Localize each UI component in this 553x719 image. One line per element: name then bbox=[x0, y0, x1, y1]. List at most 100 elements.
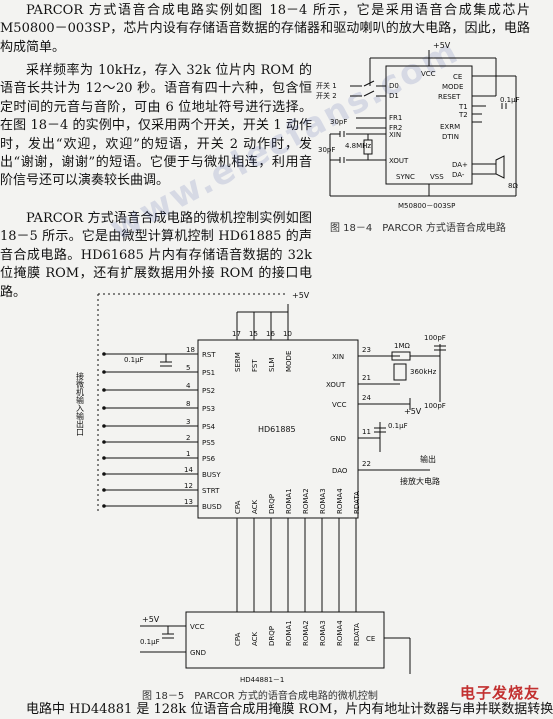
paragraph-2-text: 采样频率为 10kHz，存入 32k 位片内 ROM 的语音长共计为 12～20… bbox=[0, 63, 312, 189]
fig5-pin-dao: DAO bbox=[332, 467, 348, 475]
fig4-pin-dtin: DTIN bbox=[442, 133, 459, 141]
fig5-c2-pin-roma3: ROMA3 bbox=[319, 620, 327, 646]
fig4-switch2-label: 开关 2 bbox=[316, 91, 337, 100]
fig5-c5-label: 0.1μF bbox=[140, 638, 160, 646]
fig4-pin-reset: RESET bbox=[438, 93, 461, 101]
figure-18-4: +5V 开关 1 开关 2 D0 D1 FR1 FR2 XIN XOUT VCC… bbox=[316, 41, 520, 210]
paragraph-2: 采样频率为 10kHz，存入 32k 位片内 ROM 的语音长共计为 12～20… bbox=[0, 62, 312, 191]
fig5-c2-pin-gnd: GND bbox=[190, 649, 206, 657]
fig5-num-1: 1 bbox=[186, 450, 190, 458]
elecfans-logo: 电子发烧友 bbox=[459, 684, 540, 702]
paragraph-3: PARCOR 方式语音合成电路的微机控制实例如图 18－5 所示。它是由微型计算… bbox=[0, 210, 312, 302]
fig4-crystal-label: 4.8MHz bbox=[345, 142, 371, 150]
paragraph-bottom: 电路中 HD44881 是 128k 位语音合成用掩膜 ROM，片内有地址计数器… bbox=[26, 701, 553, 719]
fig5-num-2: 2 bbox=[186, 434, 190, 442]
fig5-pin-roma3: ROMA3 bbox=[319, 488, 327, 514]
fig5-pin-cpa: CPA bbox=[234, 500, 242, 514]
fig5-num-15: 15 bbox=[249, 330, 258, 338]
fig4-pin-fr2: FR2 bbox=[389, 124, 402, 132]
fig5-pin-mode: MODE bbox=[285, 351, 293, 372]
fig5-pin-ps5: PS5 bbox=[202, 439, 215, 447]
fig5-num-24: 24 bbox=[362, 394, 371, 402]
fig5-pin-ps1: PS1 bbox=[202, 369, 215, 377]
fig5-c2-label: 100pF bbox=[424, 402, 446, 410]
fig5-amp-label: 接放大电路 bbox=[400, 476, 440, 486]
fig5-num-5: 5 bbox=[186, 364, 190, 372]
fig5-num-4: 4 bbox=[186, 382, 191, 390]
fig4-cap2-label: 30pF bbox=[318, 146, 335, 154]
fig5-vplus-top: +5V bbox=[292, 291, 310, 300]
fig5-c2-pin-roma2: ROMA2 bbox=[302, 620, 310, 646]
fig5-c2-pin-roma4: ROMA4 bbox=[336, 620, 344, 646]
fig5-pin-xin: XIN bbox=[332, 353, 344, 361]
hd44881-label: HD44881－1 bbox=[240, 676, 284, 684]
fig5-vplus-left: +5V bbox=[142, 615, 160, 624]
fig4-pin-exrm: EXRM bbox=[440, 123, 460, 131]
fig5-num-11: 11 bbox=[362, 428, 371, 436]
paragraph-bottom-text: 电路中 HD44881 是 128k 位语音合成用掩膜 ROM，片内有地址计数器… bbox=[26, 702, 553, 717]
fig4-pin-vss: VSS bbox=[430, 173, 444, 181]
fig5-num-8: 8 bbox=[186, 400, 190, 408]
fig4-speaker-label: 8Ω bbox=[508, 182, 518, 190]
fig5-c2-pin-roma1: ROMA1 bbox=[285, 620, 293, 646]
fig4-pin-fr1: FR1 bbox=[389, 114, 402, 122]
fig5-c2-pin-rdata: RDATA bbox=[353, 623, 361, 646]
fig5-num-10: 10 bbox=[283, 330, 292, 338]
fig4-pin-d1: D1 bbox=[389, 92, 399, 100]
fig4-pin-t2: T2 bbox=[458, 111, 468, 119]
fig5-c4-label: 0.1μF bbox=[124, 356, 144, 364]
fig5-pin-rdata: RDATA bbox=[353, 491, 361, 514]
fig4-pin-mode: MODE bbox=[442, 83, 463, 91]
fig4-caption: 图 18－4 PARCOR 方式语音合成电路 bbox=[330, 223, 506, 234]
fig5-pin-rst: RST bbox=[202, 351, 216, 359]
fig5-c2-pin-cpa: CPA bbox=[234, 632, 242, 646]
fig5-num-18: 18 bbox=[186, 346, 195, 354]
fig5-pin-ps2: PS2 bbox=[202, 387, 215, 395]
fig5-pin-ps6: PS6 bbox=[202, 455, 216, 463]
fig5-xtal-label: 360kHz bbox=[410, 368, 437, 376]
fig5-num-17: 17 bbox=[232, 330, 241, 338]
fig5-pin-roma2: ROMA2 bbox=[302, 488, 310, 514]
paragraph-3-text: PARCOR 方式语音合成电路的微机控制实例如图 18－5 所示。它是由微型计算… bbox=[0, 211, 312, 300]
fig5-num-13: 13 bbox=[184, 498, 193, 506]
fig5-pin-ack: ACK bbox=[251, 499, 259, 514]
fig4-cap3-label: 0.1μF bbox=[500, 96, 520, 104]
hd61885-chip-body bbox=[197, 339, 359, 519]
fig4-cap1-label: 30pF bbox=[330, 118, 347, 126]
hd44881-chip-body bbox=[185, 611, 385, 669]
fig5-pin-roma1: ROMA1 bbox=[285, 488, 293, 514]
fig4-pin-da-minus: DA- bbox=[452, 171, 465, 179]
fig4-pin-t1: T1 bbox=[458, 103, 468, 111]
fig5-pin-vcc: VCC bbox=[332, 401, 347, 409]
fig5-caption: 图 18－5 PARCOR 方式的语音合成电路的微机控制 bbox=[142, 691, 378, 702]
fig5-bus-label: 接微机输入输出口 bbox=[76, 371, 85, 436]
fig5-pin-ps3: PS3 bbox=[202, 405, 215, 413]
fig5-pin-xout: XOUT bbox=[326, 381, 346, 389]
fig5-c2-pin-vcc: VCC bbox=[190, 623, 205, 631]
fig5-num-23: 23 bbox=[362, 346, 371, 354]
fig5-output-label: 输出 bbox=[420, 454, 436, 464]
fig5-num-12: 12 bbox=[184, 482, 193, 490]
fig5-pin-gnd: GND bbox=[330, 435, 346, 443]
fig5-pin-ps4: PS4 bbox=[202, 423, 216, 431]
fig5-num-21: 21 bbox=[362, 374, 371, 382]
fig4-pin-sync: SYNC bbox=[396, 173, 415, 181]
fig4-vplus-label: +5V bbox=[433, 41, 451, 50]
fig5-c1-label: 100pF bbox=[424, 334, 446, 342]
fig4-pin-vcc: VCC bbox=[421, 70, 436, 78]
fig4-switch1-label: 开关 1 bbox=[316, 81, 337, 90]
fig5-c3-label: 0.1μF bbox=[388, 422, 408, 430]
fig4-pin-ce: CE bbox=[453, 73, 462, 81]
fig5-pin-roma4: ROMA4 bbox=[336, 488, 344, 514]
fig5-r1-label: 1MΩ bbox=[394, 342, 410, 350]
fig5-num-3: 3 bbox=[186, 418, 190, 426]
fig4-pin-xout: XOUT bbox=[389, 157, 409, 165]
fig5-pin-fst: FST bbox=[251, 359, 259, 372]
fig4-pin-xin: XIN bbox=[389, 131, 401, 139]
fig5-num-14: 14 bbox=[184, 466, 193, 474]
fig5-c2-pin-ack: ACK bbox=[251, 631, 259, 646]
fig5-pin-strt: STRT bbox=[202, 487, 220, 495]
paragraph-1: PARCOR 方式语音合成电路实例如图 18－4 所示，它是采用语音合成集成芯片… bbox=[0, 2, 530, 57]
fig4-chip-label: M50800－003SP bbox=[398, 202, 455, 210]
fig5-pin-busy: BUSY bbox=[202, 471, 221, 479]
